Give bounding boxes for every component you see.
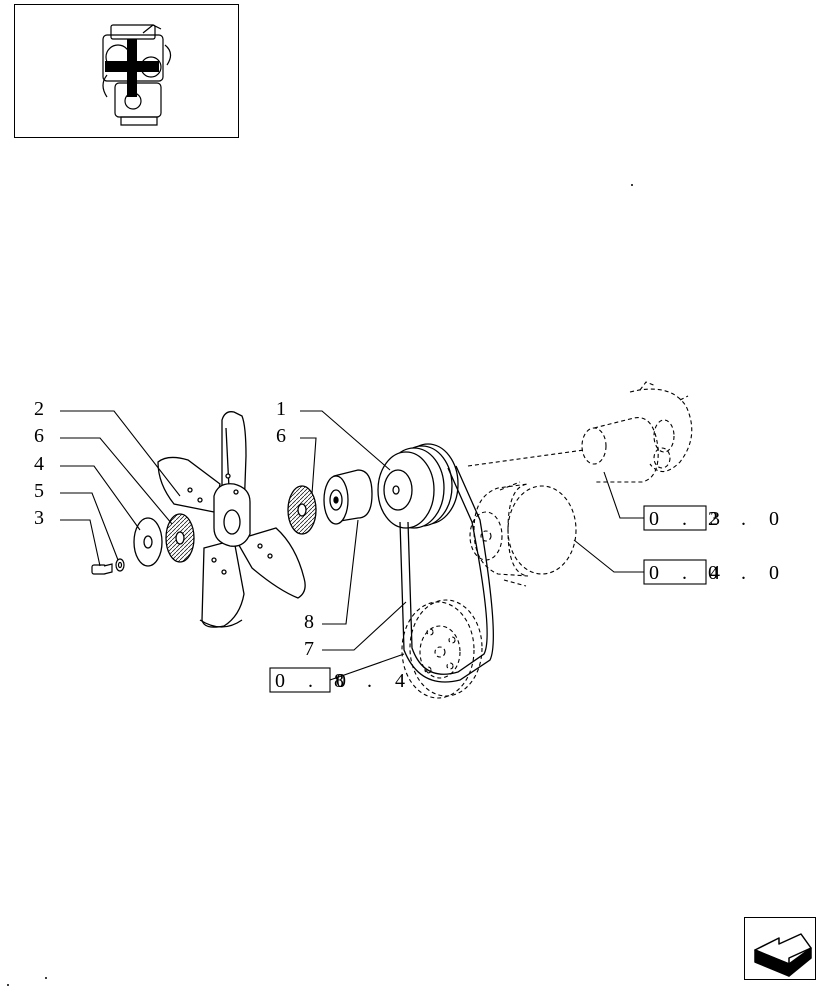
alternator[interactable] [469,481,577,587]
callout-7: 7 [304,638,314,660]
callout-6: 6 [34,425,44,447]
ref-boxed-text: 0 . 0 [275,670,355,692]
back-button[interactable] [744,917,816,980]
ref-link-008[interactable]: 0 . 0 8 . 4 [269,667,414,693]
fan[interactable] [157,411,306,628]
callout-8: 8 [304,611,314,633]
callout-4: 4 [34,453,44,475]
ref-tail-text: 8 . 4 [334,670,414,692]
ref-link-040[interactable]: 0 . 4 0 . 0 [643,559,788,585]
leader-lines [60,410,644,681]
speck [631,184,633,186]
engine-thumbnail[interactable] [14,4,239,138]
callout-1: 1 [276,398,286,420]
belt-7[interactable] [399,465,494,683]
ref-tail-text: 0 . 0 [708,562,788,584]
ref-tail-text: 2 . 0 [708,508,788,530]
speck [45,977,47,979]
ref-boxed-text: 0 . 4 [649,562,729,584]
back-arrow-icon [754,933,812,977]
spacer-4[interactable] [133,517,163,567]
gasket-6-right[interactable] [287,485,317,535]
crankshaft-pulley[interactable] [401,599,483,699]
ref-link-032[interactable]: 0 . 3 2 . 0 [643,505,788,531]
gasket-6-left[interactable] [165,513,195,563]
speck [7,984,9,986]
callout-3: 3 [34,507,44,529]
callout-6: 6 [276,425,286,447]
engine-with-plus-icon [102,24,172,126]
screw-3[interactable] [91,563,113,575]
spacer-hub-8[interactable] [323,469,373,525]
washer-5[interactable] [115,558,125,572]
water-pump[interactable] [467,381,693,483]
callout-5: 5 [34,480,44,502]
callout-2: 2 [34,398,44,420]
pulley-1[interactable] [377,443,459,529]
ref-boxed-text: 0 . 3 [649,508,729,530]
